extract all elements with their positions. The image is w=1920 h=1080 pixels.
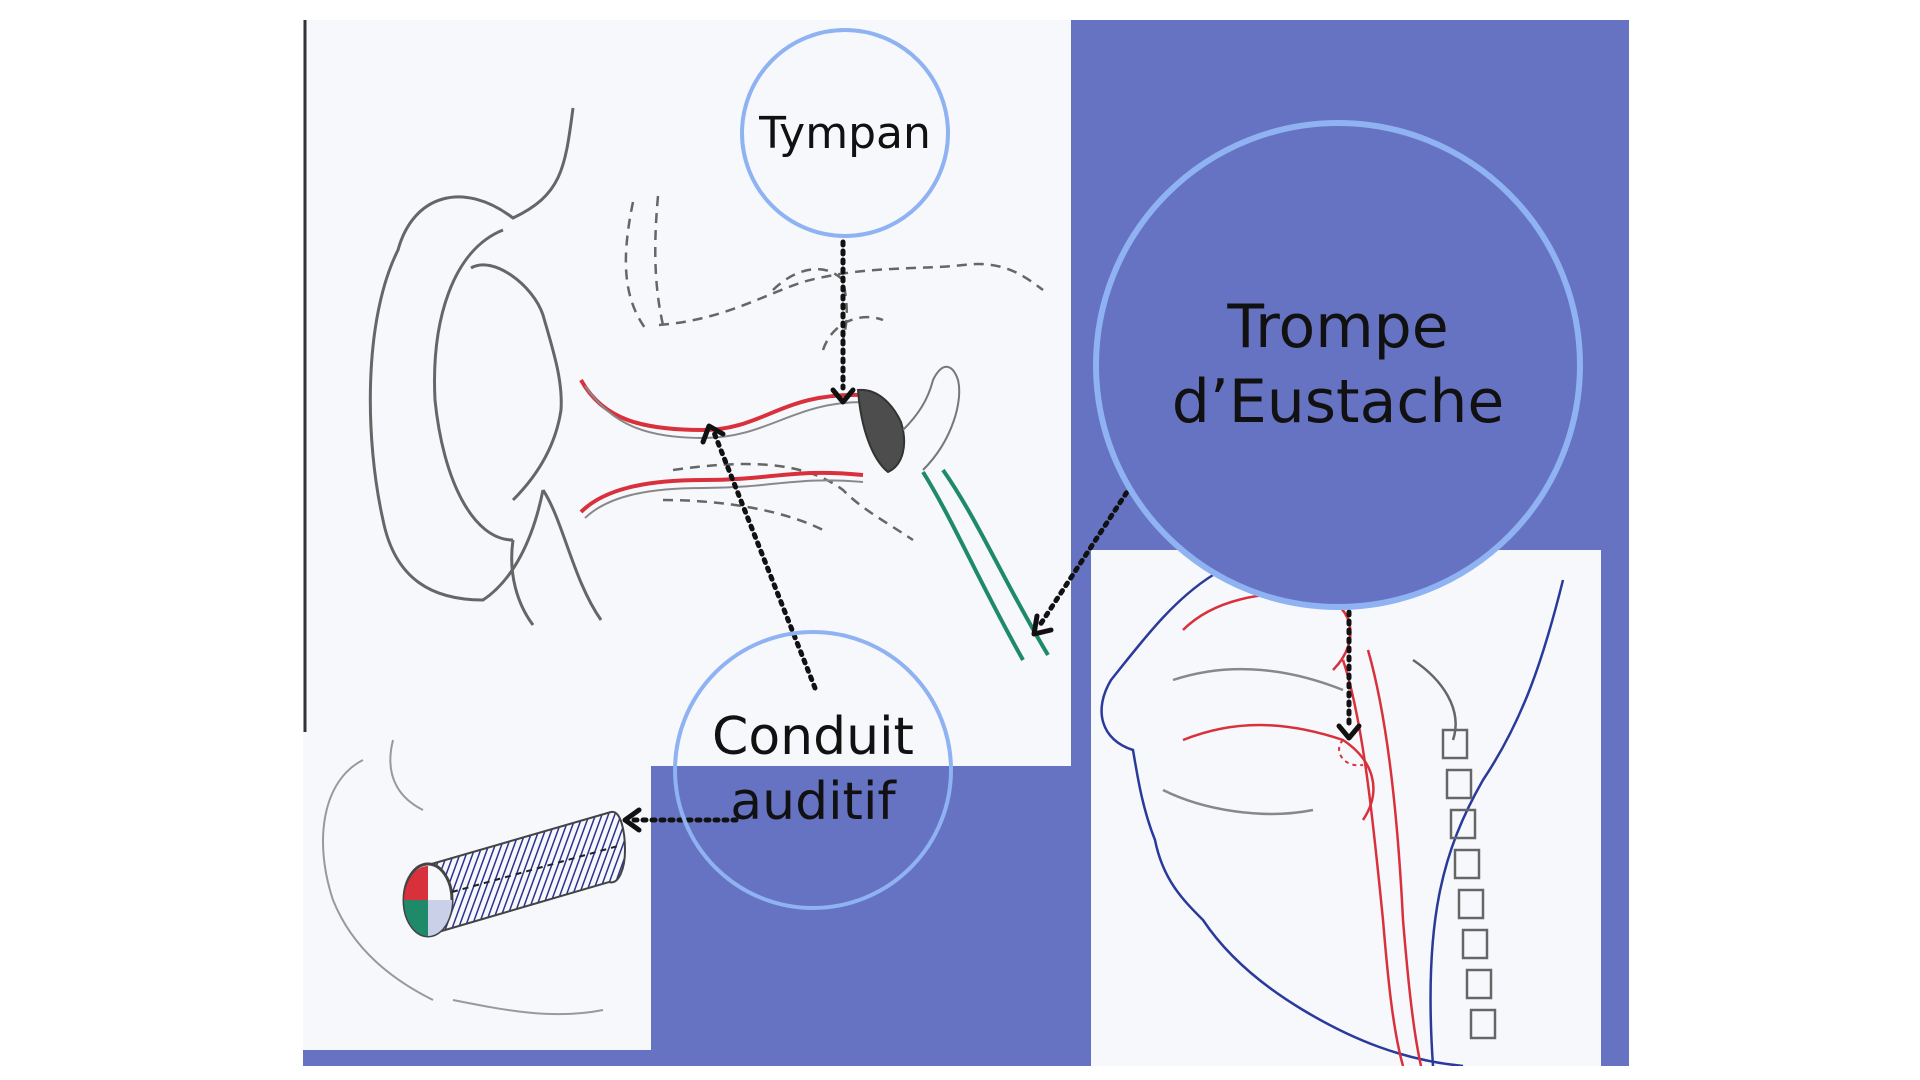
nerve-tube-drawing	[402, 810, 627, 938]
anatomy-drawings	[303, 20, 1565, 1066]
tympan-label: Tympan	[759, 107, 931, 159]
eardrum-drawing	[856, 388, 906, 474]
slide: Tympan Trompe d’Eustache Conduit auditif	[303, 20, 1629, 1066]
temporal-bone-outline	[624, 195, 1044, 542]
trompe-label-circle: Trompe d’Eustache	[1093, 120, 1583, 610]
head-drawing-paper	[1091, 550, 1601, 1066]
trompe-label-line2: d’Eustache	[1171, 367, 1505, 437]
small-ear-sketch	[322, 739, 604, 1016]
trompe-label-line1: Trompe	[1227, 292, 1449, 362]
head-profile-drawing	[1100, 573, 1565, 1066]
tympan-label-circle: Tympan	[740, 28, 950, 238]
conduit-label-circle: Conduit auditif	[673, 630, 953, 910]
conduit-label-line1: Conduit	[712, 707, 914, 767]
eustachian-tube-drawing	[921, 468, 1050, 661]
conduit-label-line2: auditif	[730, 772, 896, 832]
blue-strip-bottom	[303, 1050, 651, 1066]
pinna-drawing	[368, 107, 603, 626]
